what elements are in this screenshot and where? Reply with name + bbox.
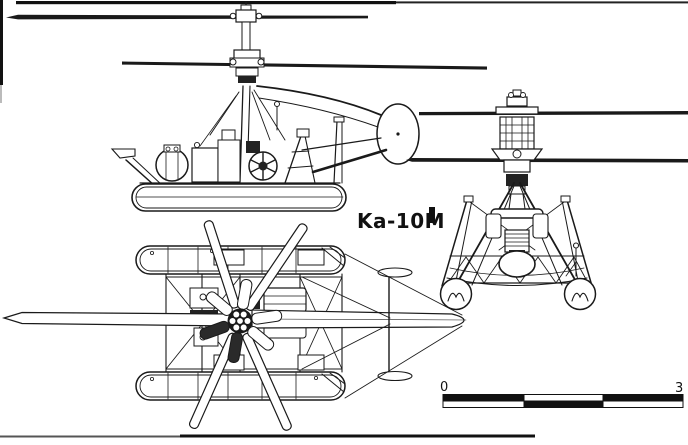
front-view xyxy=(406,89,688,311)
scale-segment xyxy=(602,394,684,402)
front-upper-rotor-blade xyxy=(419,111,688,116)
engine-plan xyxy=(263,287,307,313)
nose-step xyxy=(110,148,136,159)
swashplate xyxy=(238,76,256,83)
tail-fin-pivot-dot xyxy=(396,132,400,136)
gearbox-front xyxy=(504,229,530,253)
equipment-box xyxy=(191,147,219,183)
side-lower-rotor-blade xyxy=(122,61,487,70)
plan-rotor-blades xyxy=(1,220,308,431)
interrotor-shaft xyxy=(241,21,251,53)
bottom-border-fade xyxy=(0,435,180,438)
plan-float-right xyxy=(135,371,346,401)
left-border-line xyxy=(0,0,3,85)
plan-blade-upper-right xyxy=(245,223,308,311)
equipment-box-2 xyxy=(217,139,241,183)
scale-end-label: 3 xyxy=(675,381,683,396)
fuel-tank xyxy=(155,148,189,182)
antenna xyxy=(565,242,580,277)
gearbox-block xyxy=(246,141,260,153)
ink-mark xyxy=(429,207,435,223)
control-rod-3 xyxy=(253,89,286,141)
side-float xyxy=(131,183,347,212)
side-rotor-mast xyxy=(199,1,286,183)
side-fuselage-machinery xyxy=(110,91,345,187)
scale-segment xyxy=(523,400,604,408)
plan-blade-lower-right xyxy=(242,332,292,431)
tailplane-tip-bottom xyxy=(377,370,413,382)
upper-hub-plate xyxy=(495,106,539,115)
side-upper-rotor-blade xyxy=(6,14,368,20)
scale-segment xyxy=(442,394,525,402)
plan-blade-left-full xyxy=(1,311,233,327)
tail-boom-upper-curve xyxy=(256,85,382,116)
scale-segment xyxy=(602,400,684,408)
control-rod-2 xyxy=(199,95,237,147)
front-float-right xyxy=(563,277,597,311)
lower-hub-front xyxy=(503,159,531,173)
side-view xyxy=(6,1,487,212)
front-float-left xyxy=(439,277,473,311)
front-lower-rotor-blade xyxy=(406,158,688,163)
top-border-line xyxy=(16,1,396,5)
front-cabin-block xyxy=(485,208,549,256)
tailplane-tip-top xyxy=(377,267,413,278)
swashplate-front xyxy=(506,174,528,186)
scale-segment xyxy=(442,400,525,408)
scale-segment xyxy=(523,394,604,402)
figure-title: Ka-10M xyxy=(357,209,445,233)
plan-bracing-wires xyxy=(301,253,463,399)
plan-blade-upper-left xyxy=(203,220,240,309)
plan-tail-boom xyxy=(251,309,467,329)
tail-brace-thick xyxy=(311,148,388,174)
mast-rear-line xyxy=(247,85,251,151)
top-border-line-thin xyxy=(396,1,688,4)
plan-rotor-hub xyxy=(227,308,253,334)
engine-side xyxy=(248,151,278,181)
front-rotor-mast xyxy=(490,89,544,210)
top-view xyxy=(1,220,467,431)
tail-fin-oval xyxy=(376,103,420,165)
plan-tail-plane xyxy=(377,267,413,382)
bottom-border-line xyxy=(180,434,535,438)
upper-rotor-hub xyxy=(235,9,257,23)
engine-front xyxy=(498,250,536,278)
left-border-fade xyxy=(0,85,2,103)
scale-bar: 0 3 xyxy=(440,380,684,408)
tail-boom-lower-curve xyxy=(258,97,379,128)
scale-start-label: 0 xyxy=(440,380,448,395)
